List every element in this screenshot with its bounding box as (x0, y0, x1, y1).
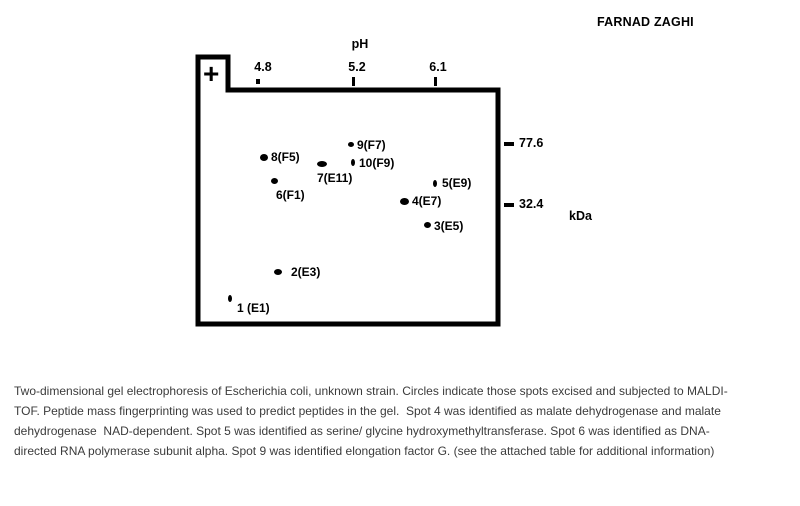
spot-label-8: 8(F5) (271, 150, 300, 164)
spot-dot-2 (274, 269, 282, 275)
mw-tick-mark (504, 203, 514, 207)
author-name: FARNAD ZAGHI (597, 15, 694, 29)
anode-plus-label: + (203, 58, 220, 89)
spot-dot-3 (423, 222, 431, 228)
ph-tick-label: 6.1 (429, 60, 447, 74)
spot-dot-9 (348, 141, 354, 147)
spot-dot-1 (228, 294, 232, 302)
spot-label-1: 1 (E1) (237, 301, 270, 315)
mw-tick-mark (504, 142, 514, 146)
spot-dot-5 (433, 179, 437, 187)
ph-tick-label: 4.8 (254, 60, 272, 74)
ph-axis-title: pH (351, 37, 369, 51)
mw-tick-label: 77.6 (519, 136, 544, 150)
gel-outline (195, 54, 501, 327)
spot-dot-6 (270, 178, 278, 184)
mw-axis-unit: kDa (569, 209, 592, 223)
spot-label-7: 7(E11) (317, 171, 353, 185)
figure-caption: Two-dimensional gel electrophoresis of E… (14, 384, 728, 458)
spot-dot-7 (317, 161, 327, 167)
spot-label-2: 2(E3) (291, 265, 321, 279)
spot-label-5: 5(E9) (442, 176, 472, 190)
spot-label-4: 4(E7) (412, 194, 442, 208)
spot-dot-8 (260, 153, 268, 161)
spot-dot-10 (351, 158, 355, 166)
spot-label-3: 3(E5) (434, 219, 464, 233)
mw-tick-label: 32.4 (519, 197, 544, 211)
spot-dot-4 (399, 197, 409, 205)
spot-label-10: 10(F9) (359, 156, 395, 170)
spot-label-9: 9(F7) (357, 138, 386, 152)
ph-tick-label: 5.2 (348, 60, 366, 74)
spot-label-6: 6(F1) (276, 188, 305, 202)
gel-border-path (195, 54, 501, 327)
ph-tick-mark (352, 77, 355, 86)
ph-tick-mark (256, 79, 260, 84)
ph-tick-mark (434, 77, 437, 86)
